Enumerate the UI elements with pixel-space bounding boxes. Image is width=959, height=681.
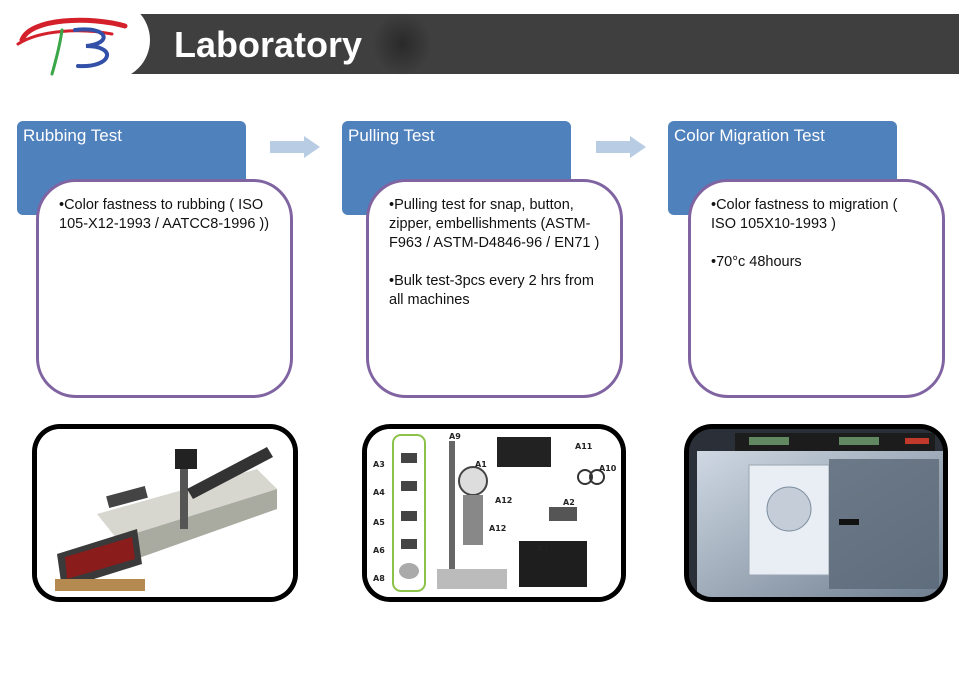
page-title: Laboratory xyxy=(174,24,363,65)
pulling-test-card: •Pulling test for snap, button, zipper, … xyxy=(366,179,623,398)
right-arrow-icon xyxy=(270,136,320,158)
migration-bullet-2: •70°c 48hours xyxy=(711,254,802,270)
photo-label-a4: A4 xyxy=(373,488,385,497)
migration-bullet-1: •Color fastness to migration ( ISO 105X1… xyxy=(711,197,898,232)
right-arrow-icon xyxy=(596,136,646,158)
pulling-tester-photo: A9 A1 A3 A4 A5 A6 A8 A12 A12 A11 A10 A2 … xyxy=(362,424,626,602)
pulling-bullet-2: •Bulk test-3pcs every 2 hrs from all mac… xyxy=(389,273,594,308)
oven-photo xyxy=(684,424,948,602)
photo-label-a10: A10 xyxy=(599,464,617,473)
photo-label-a7: A7 xyxy=(537,544,549,553)
photo-label-a12-upper: A12 xyxy=(495,496,512,505)
incubator-oven-image xyxy=(689,429,943,597)
header-shadow xyxy=(372,12,432,76)
rubbing-test-card: •Color fastness to rubbing ( ISO 105-X12… xyxy=(36,179,293,398)
photo-label-a11: A11 xyxy=(575,442,593,451)
pulling-bullet-1: •Pulling test for snap, button, zipper, … xyxy=(389,197,600,251)
pulling-test-label: Pulling Test xyxy=(348,126,435,145)
rubbing-test-label: Rubbing Test xyxy=(23,126,122,145)
rubbing-bullet-1: •Color fastness to rubbing ( ISO 105-X12… xyxy=(59,197,270,232)
photo-label-a8: A8 xyxy=(373,574,385,583)
header-bar xyxy=(0,14,959,74)
company-logo-icon xyxy=(16,17,128,76)
photo-label-a5: A5 xyxy=(373,518,385,527)
pull-test-equipment-image: A9 A1 A3 A4 A5 A6 A8 A12 A12 A11 A10 A2 … xyxy=(367,429,621,597)
color-migration-card: •Color fastness to migration ( ISO 105X1… xyxy=(688,179,945,398)
logo xyxy=(0,0,150,80)
crockmeter-image xyxy=(37,429,293,597)
rubbing-tester-photo xyxy=(32,424,298,602)
photo-label-a12-lower: A12 xyxy=(489,524,506,533)
photo-label-a9: A9 xyxy=(449,432,461,441)
photo-label-a1: A1 xyxy=(475,460,487,469)
color-migration-label: Color Migration Test xyxy=(674,126,825,145)
photo-label-a3: A3 xyxy=(373,460,385,469)
photo-label-a6: A6 xyxy=(373,546,385,555)
photo-label-a2: A2 xyxy=(563,498,575,507)
